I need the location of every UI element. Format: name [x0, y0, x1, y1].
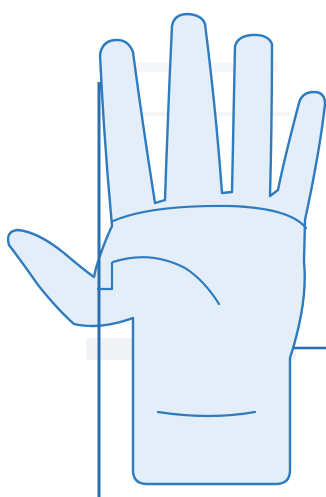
hand-diagram: [0, 0, 326, 497]
hand-diagram-canvas: [0, 0, 326, 497]
